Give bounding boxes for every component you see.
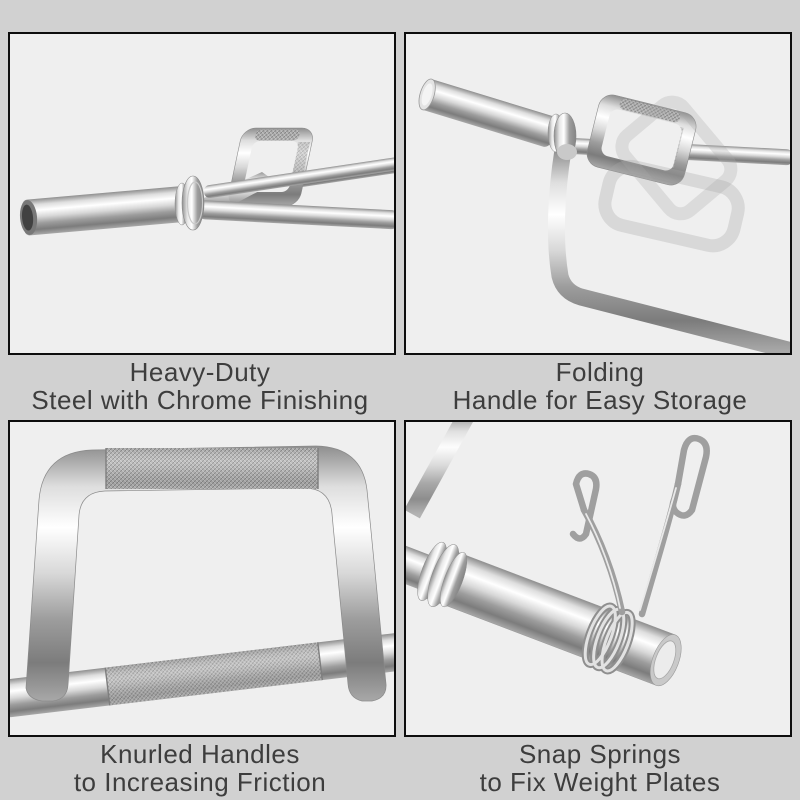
handle-ghost-folded bbox=[598, 159, 745, 253]
caption-knurled-handles-line2: to Increasing Friction bbox=[73, 767, 327, 797]
frame-corner-bar bbox=[406, 422, 473, 519]
handle-ghost-mid bbox=[615, 95, 738, 221]
square-handle-frame bbox=[25, 445, 387, 702]
bar-sleeve bbox=[418, 78, 557, 147]
caption-heavy-duty: Heavy-Duty Steel with Chrome Finishing bbox=[0, 358, 400, 414]
caption-folding-handle-line2: Handle for Easy Storage bbox=[452, 385, 748, 415]
spring-arm-left bbox=[569, 470, 626, 616]
caption-folding-handle: Folding Handle for Easy Storage bbox=[400, 358, 800, 414]
hinge-collar bbox=[547, 112, 577, 160]
snap-spring-collar-illustration bbox=[406, 422, 710, 687]
caption-heavy-duty-line1: Heavy-Duty bbox=[129, 357, 271, 387]
sleeve-collar bbox=[174, 175, 205, 231]
handle-knurl-band bbox=[105, 448, 319, 489]
caption-folding-handle-line1: Folding bbox=[555, 357, 645, 387]
spring-arm-right bbox=[638, 434, 710, 618]
feature-panel-snap-springs bbox=[404, 420, 792, 737]
upper-frame-bar bbox=[203, 156, 394, 199]
feature-panel-heavy-duty bbox=[8, 32, 396, 355]
bar-sleeve bbox=[19, 185, 195, 236]
bar-sleeve bbox=[417, 541, 682, 687]
feature-panel-knurled-handles bbox=[8, 420, 396, 737]
caption-snap-springs: Snap Springs to Fix Weight Plates bbox=[400, 740, 800, 796]
feature-panel-folding-handle bbox=[404, 32, 792, 355]
folding-handle-illustration bbox=[418, 78, 790, 353]
knurled-handle-illustration bbox=[10, 445, 394, 718]
main-bar bbox=[10, 632, 394, 718]
caption-snap-springs-line2: to Fix Weight Plates bbox=[479, 767, 721, 797]
lower-frame-bar bbox=[197, 200, 394, 230]
hex-frame-bend bbox=[547, 141, 790, 353]
caption-knurled-handles: Knurled Handles to Increasing Friction bbox=[0, 740, 400, 796]
caption-snap-springs-line1: Snap Springs bbox=[518, 739, 682, 769]
folded-trap-bar-illustration bbox=[19, 127, 394, 236]
caption-heavy-duty-line2: Steel with Chrome Finishing bbox=[31, 385, 369, 415]
caption-knurled-handles-line1: Knurled Handles bbox=[100, 739, 300, 769]
handle-upright bbox=[586, 94, 697, 186]
